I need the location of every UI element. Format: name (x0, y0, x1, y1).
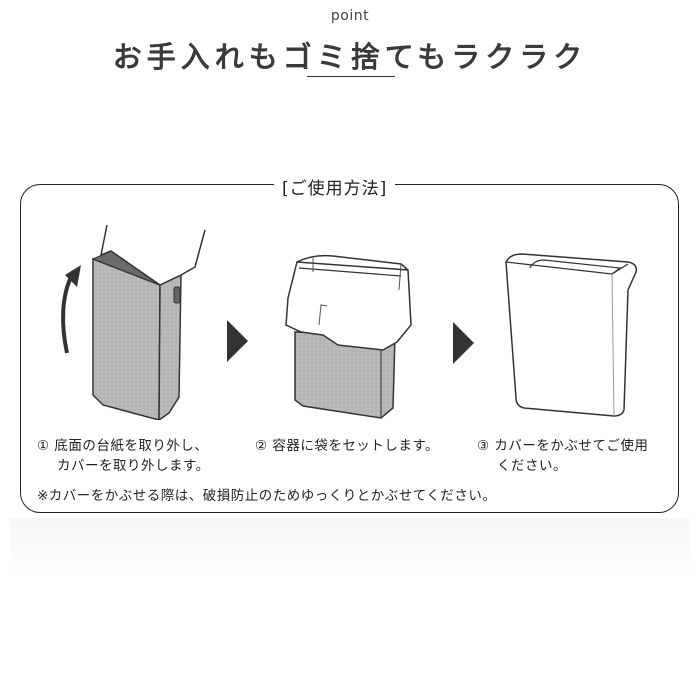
step2-text: ② 容器に袋をセットします。 (255, 436, 439, 456)
step-arrow-icon (453, 322, 474, 364)
step1-line1: ① 底面の台紙を取り外し、 (37, 438, 209, 454)
usage-note: ※カバーをかぶせる際は、破損防止のためゆっくりとかぶせてください。 (37, 488, 497, 504)
step-arrow-icon (227, 320, 248, 362)
step3-text: ③ カバーをかぶせてご使用 ください。 (477, 436, 648, 476)
step1-illustration (61, 225, 206, 420)
step1-line2: カバーを取り外します。 (57, 458, 210, 474)
step3-line1: ③ カバーをかぶせてご使用 (477, 438, 649, 454)
lift-arrow-icon (61, 272, 75, 354)
point-label: point (330, 8, 370, 24)
step3-line2: ください。 (497, 458, 567, 474)
step2-illustration (285, 254, 412, 419)
step2-line1: ② 容器に袋をセットします。 (255, 438, 440, 454)
page-headline: お手入れもゴミ捨てもラクラク (112, 40, 588, 74)
ghost-reflection (10, 518, 690, 578)
usage-title: [ご使用方法] (274, 178, 396, 200)
headline-underline (307, 76, 395, 77)
step1-text: ① 底面の台紙を取り外し、 カバーを取り外します。 (37, 436, 210, 476)
step3-illustration (505, 253, 638, 417)
